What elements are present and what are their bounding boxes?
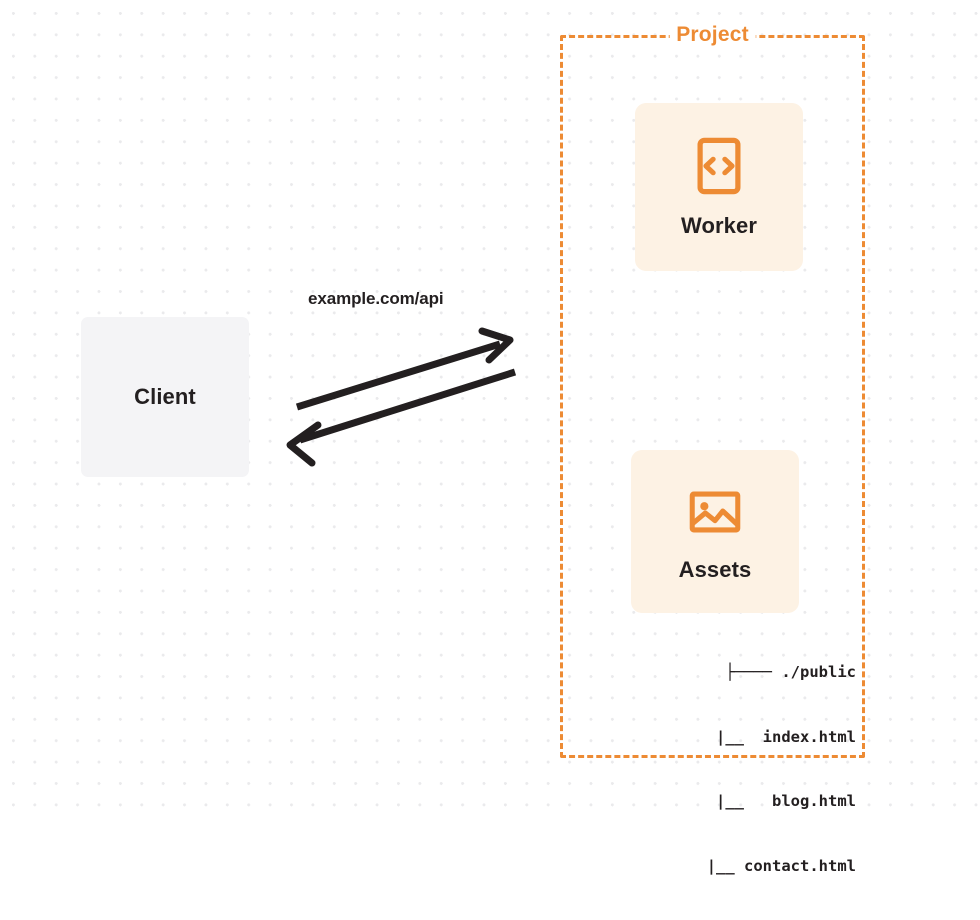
response-arrow xyxy=(286,368,517,467)
request-url-label: example.com/api xyxy=(308,289,444,308)
diagram-canvas: Client example.com/api Project Worker xyxy=(0,0,980,875)
tree-line-index-html: |__ index.html xyxy=(669,727,856,746)
client-node[interactable]: Client xyxy=(81,317,249,477)
tree-line-contact-html: |__ contact.html xyxy=(660,856,856,875)
image-icon xyxy=(689,491,741,532)
worker-label: Worker xyxy=(681,213,757,238)
request-arrow xyxy=(295,327,514,411)
code-brackets-icon xyxy=(697,137,741,195)
tree-line-public: ├──── ./public xyxy=(725,663,856,681)
assets-card[interactable]: Assets xyxy=(631,450,799,613)
client-label: Client xyxy=(134,384,196,409)
project-title: Project xyxy=(669,23,756,47)
assets-label: Assets xyxy=(678,556,752,582)
tree-line-blog-html: |__ blog.html xyxy=(669,792,856,810)
project-container: Project Worker Assets ├──── ./public |__… xyxy=(560,23,865,875)
asset-file-tree: ├──── ./public |__ index.html |__ blog.h… xyxy=(611,619,856,920)
worker-card[interactable]: Worker xyxy=(635,103,803,271)
